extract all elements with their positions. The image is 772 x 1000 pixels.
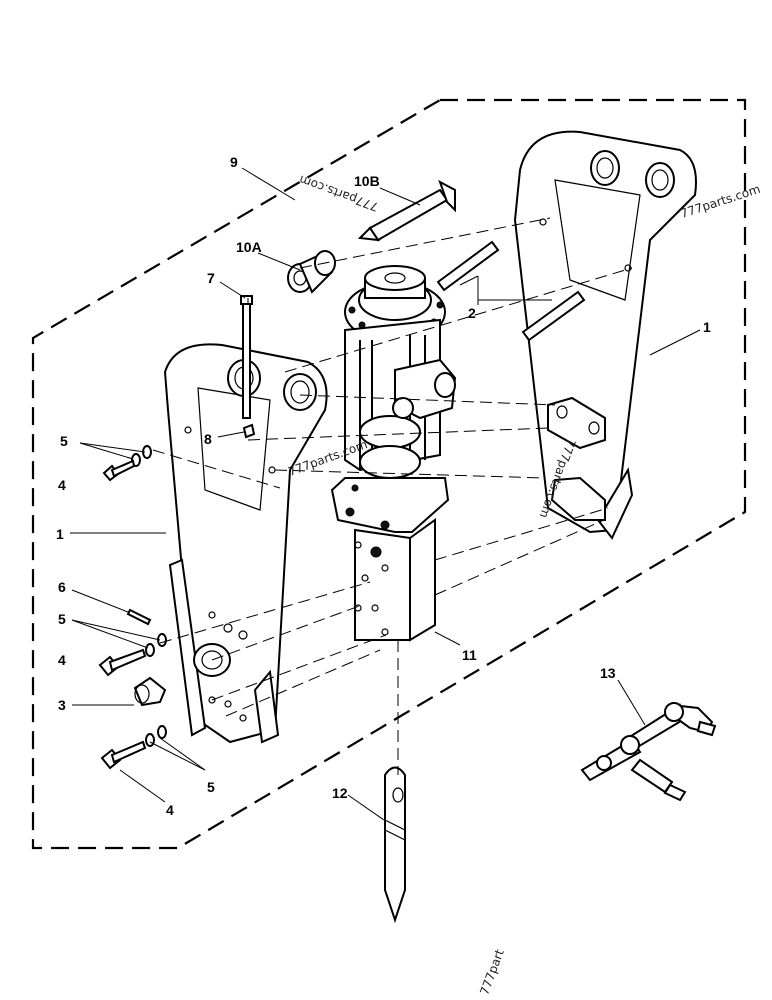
callout-10a: 10A xyxy=(236,239,262,255)
callout-5-mid: 5 xyxy=(58,611,66,627)
callout-13: 13 xyxy=(600,665,616,681)
callout-8: 8 xyxy=(204,431,212,447)
pin-item-10b xyxy=(357,179,456,242)
spacer-item-3 xyxy=(133,643,231,707)
bushing-item-10a xyxy=(287,250,336,294)
callout-12: 12 xyxy=(332,785,348,801)
bolt-item-7 xyxy=(240,295,253,419)
pins-item-2 xyxy=(436,240,586,342)
callout-7: 7 xyxy=(207,270,215,286)
callout-4-mid: 4 xyxy=(58,652,66,668)
callout-5-top: 5 xyxy=(60,433,68,449)
callout-1-left: 1 xyxy=(56,526,64,542)
callout-3: 3 xyxy=(58,697,66,713)
callout-5-bottom: 5 xyxy=(207,779,215,795)
callout-4-top: 4 xyxy=(58,477,66,493)
nut-item-8 xyxy=(242,423,256,439)
left-side-plate xyxy=(163,343,328,744)
pin-item-6 xyxy=(126,608,152,626)
hose-fitting-item-13 xyxy=(580,702,717,802)
chisel-item-12 xyxy=(384,766,406,924)
callout-9: 9 xyxy=(230,154,238,170)
bolts-item-4 xyxy=(98,459,147,770)
callout-2: 2 xyxy=(468,305,476,321)
watermark-6: 777part xyxy=(477,947,507,997)
callout-1-right: 1 xyxy=(703,319,711,335)
right-side-plate xyxy=(513,130,697,540)
hammer-body-item-11 xyxy=(330,265,457,642)
callout-6: 6 xyxy=(58,579,66,595)
callout-11: 11 xyxy=(462,647,477,663)
callout-10b: 10B xyxy=(354,173,380,189)
callout-4-bottom: 4 xyxy=(166,802,174,818)
kit-boundary-outline xyxy=(31,98,747,850)
assembly-centerlines xyxy=(152,217,633,775)
leader-lines xyxy=(70,167,701,821)
